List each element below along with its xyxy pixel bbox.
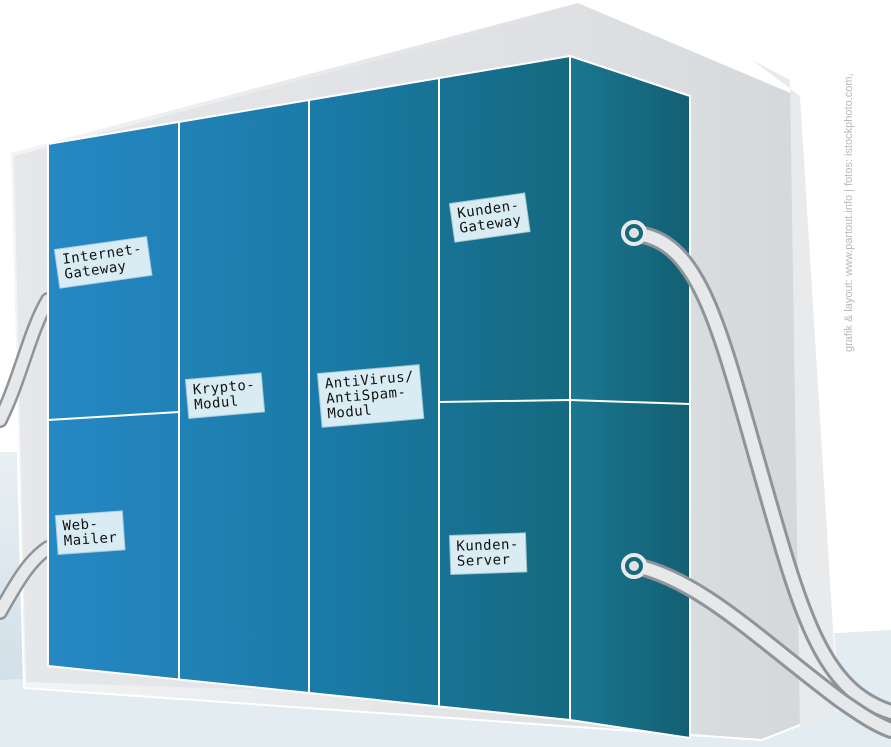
rack-front-face xyxy=(47,54,571,722)
label-krypto-modul: Krypto- Modul xyxy=(186,373,264,418)
label-antivirus-antispam-modul: AntiVirus/ AntiSpam- Modul xyxy=(318,365,424,427)
right-cables xyxy=(627,225,891,739)
port-upper xyxy=(621,220,647,246)
left-cables xyxy=(0,292,56,620)
port-lower xyxy=(621,553,647,579)
rack-side-face xyxy=(569,54,691,740)
label-web-mailer: Web- Mailer xyxy=(56,511,125,554)
label-kunden-server: Kunden- Server xyxy=(450,533,526,574)
credit-text-label: grafik & layout: www.partout.info | foto… xyxy=(843,73,855,352)
